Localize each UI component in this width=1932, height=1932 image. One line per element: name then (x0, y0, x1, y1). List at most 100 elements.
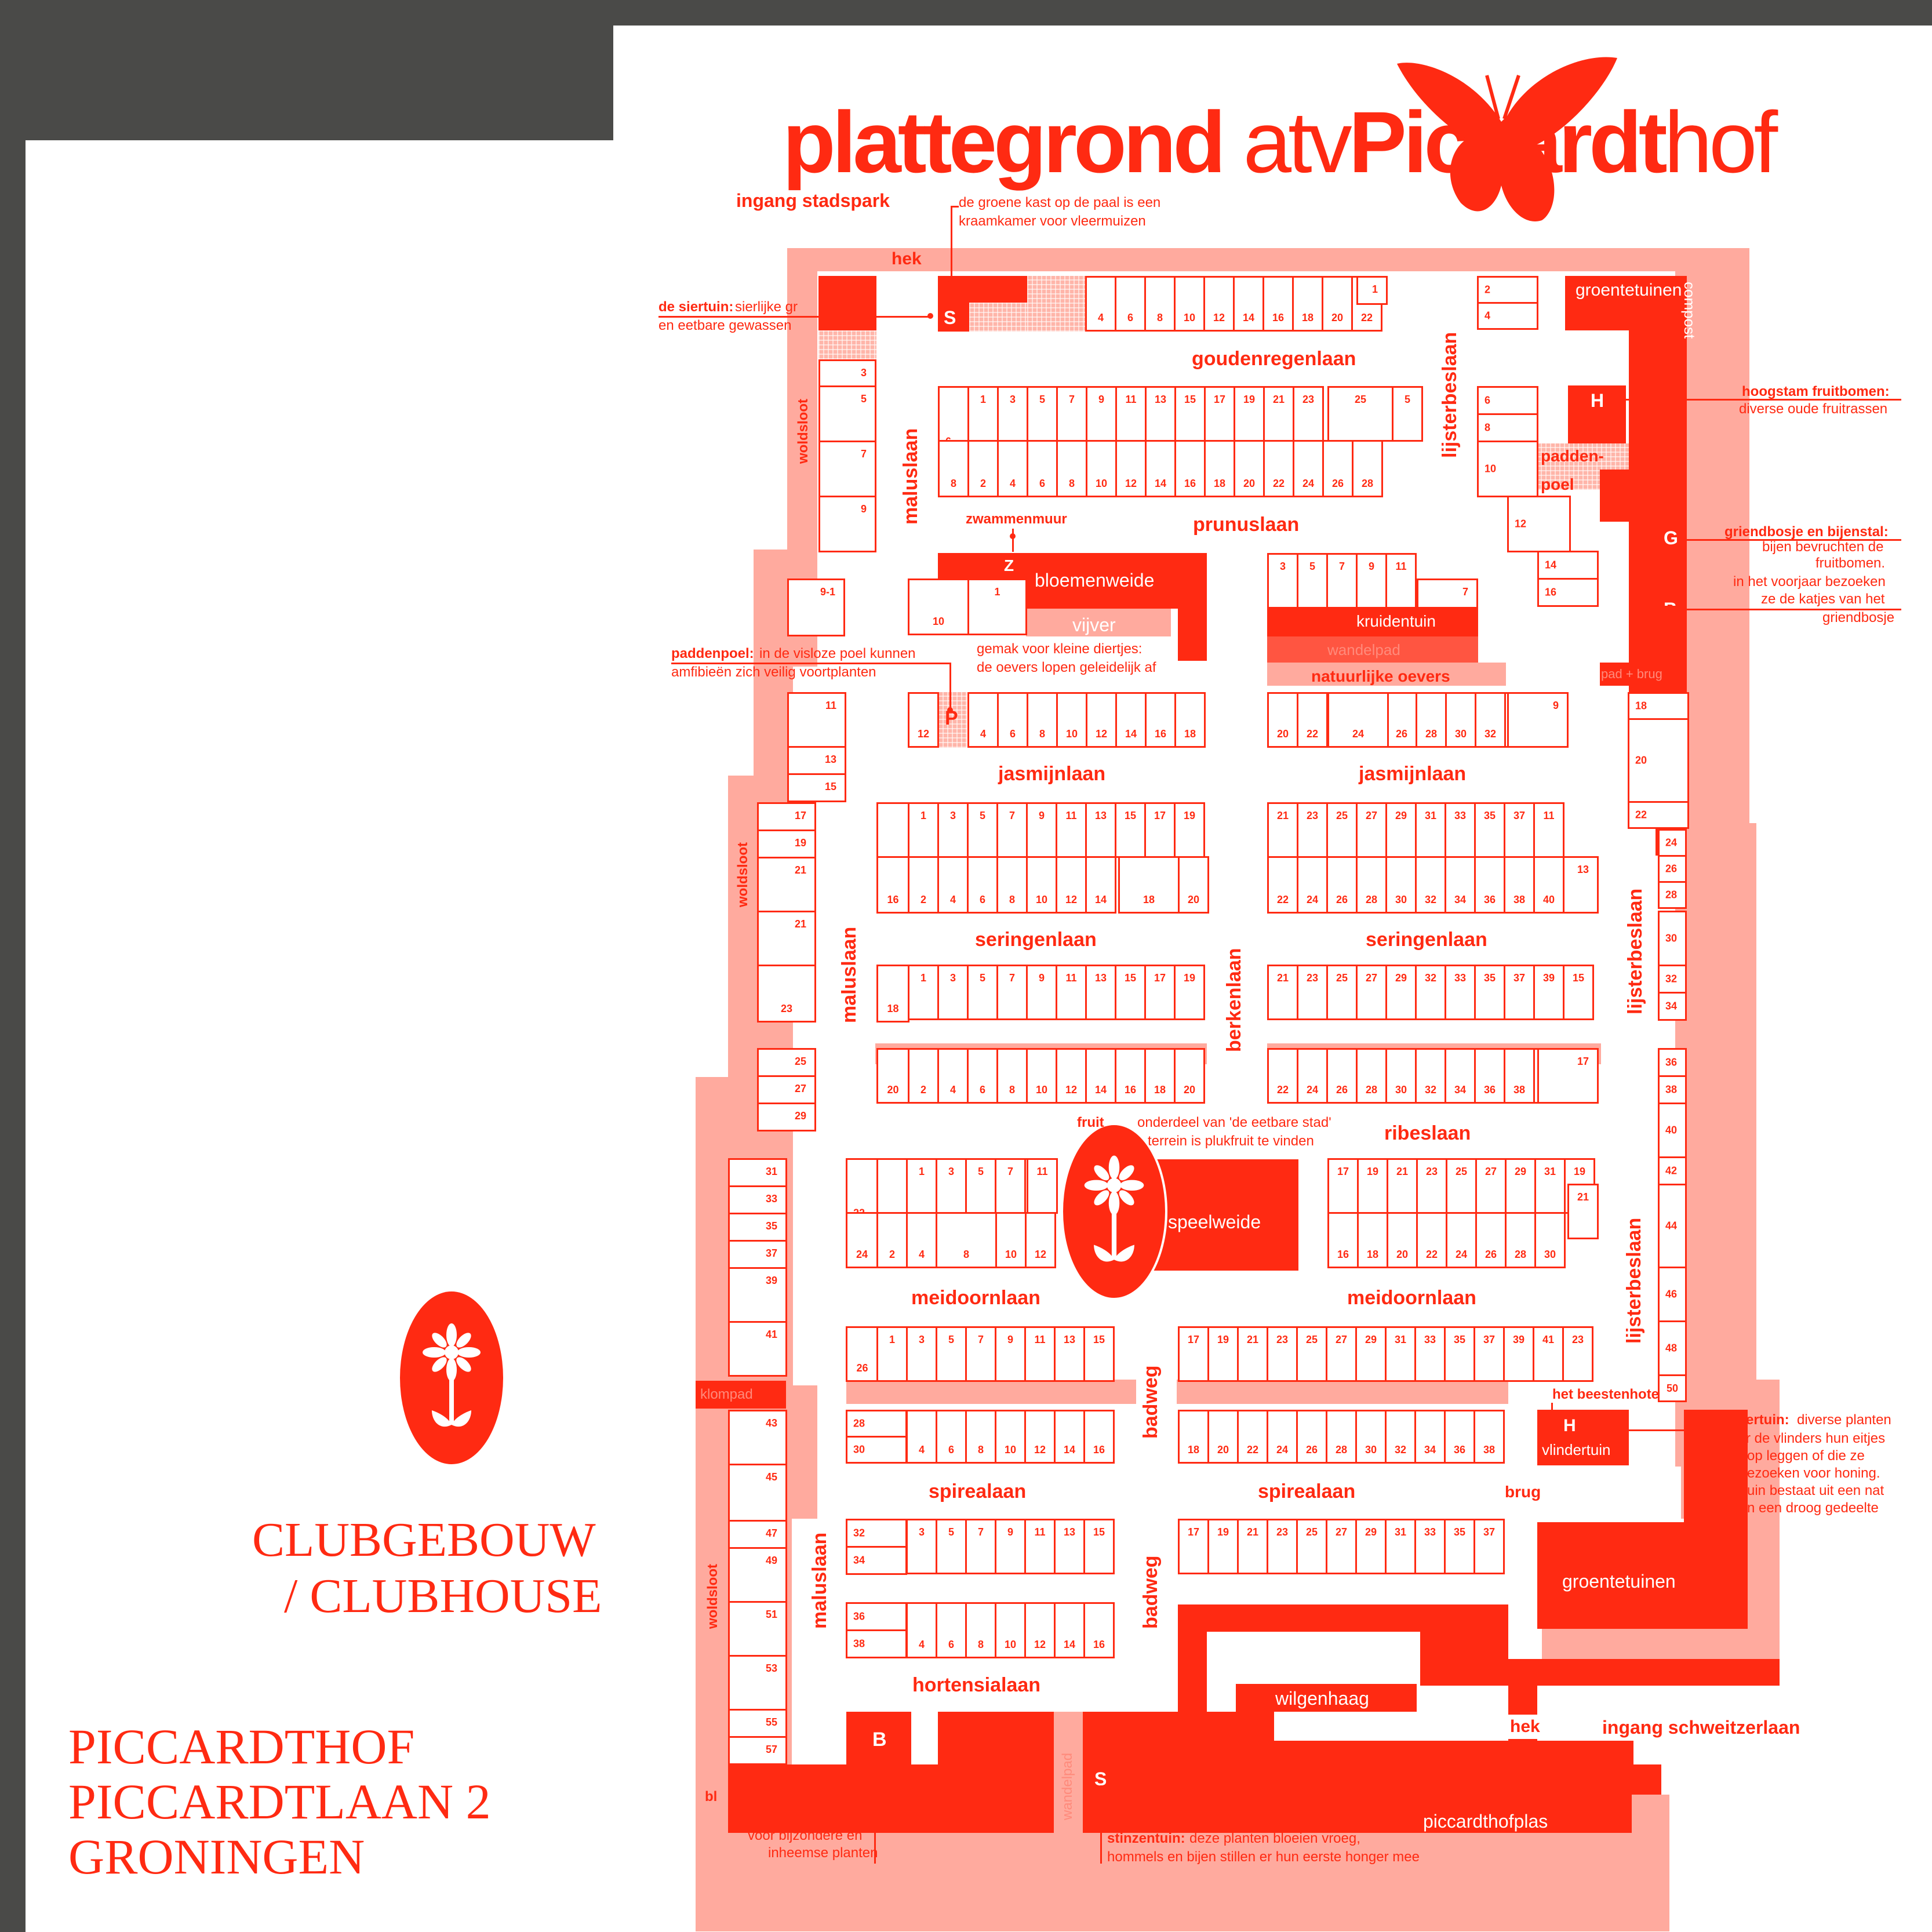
garden-plot[interactable]: 7 (818, 441, 876, 497)
garden-plot[interactable]: 32 (1415, 965, 1446, 1020)
garden-plot[interactable]: 8 (965, 1410, 996, 1464)
garden-plot[interactable]: 14 (1233, 276, 1264, 332)
garden-plot[interactable]: 27 (1356, 802, 1387, 858)
garden-plot[interactable]: 35 (1474, 802, 1505, 858)
garden-plot[interactable]: 17 (1204, 386, 1235, 442)
garden-plot[interactable]: 14 (1145, 440, 1176, 497)
garden-plot[interactable]: 57 (728, 1736, 787, 1765)
garden-plot[interactable]: 42 (1658, 1156, 1687, 1185)
garden-plot[interactable]: 21 (1267, 802, 1298, 858)
garden-plot[interactable]: 14 (1537, 551, 1599, 580)
garden-plot[interactable]: 19 (757, 829, 816, 858)
garden-plot[interactable]: 14 (1115, 692, 1147, 748)
garden-plot[interactable]: 17 (1537, 1048, 1599, 1104)
garden-plot[interactable]: 20 (1267, 692, 1298, 748)
garden-plot[interactable]: 12 (1507, 496, 1571, 552)
garden-plot[interactable]: 3 (906, 1519, 937, 1574)
garden-plot[interactable]: 40 (1533, 856, 1564, 914)
garden-plot[interactable]: 20 (1207, 1410, 1239, 1464)
garden-plot[interactable]: 30 (1445, 692, 1476, 748)
garden-plot[interactable]: 18 (1174, 692, 1206, 748)
garden-plot[interactable]: 11 (1115, 386, 1147, 442)
garden-plot[interactable]: 45 (728, 1464, 787, 1522)
garden-plot[interactable]: 9 (995, 1519, 1026, 1574)
garden-plot[interactable]: 19 (1234, 386, 1265, 442)
garden-plot[interactable]: 34 (1445, 1048, 1476, 1104)
garden-plot[interactable]: 38 (846, 1629, 907, 1658)
garden-plot[interactable]: 11 (1056, 965, 1087, 1020)
garden-plot[interactable]: 36 (1474, 856, 1505, 914)
garden-plot[interactable]: 14 (1085, 1048, 1116, 1104)
garden-plot[interactable]: 26 (1658, 855, 1687, 883)
garden-plot[interactable]: 12 (1024, 1410, 1056, 1464)
garden-plot[interactable]: 11 (1533, 802, 1564, 858)
garden-plot[interactable]: 20 (1322, 276, 1353, 332)
garden-plot[interactable]: 38 (1658, 1075, 1687, 1104)
garden-plot[interactable]: 5 (936, 1326, 967, 1382)
garden-plot[interactable]: 32 (1385, 1410, 1416, 1464)
garden-plot[interactable]: 6 (1027, 440, 1058, 497)
garden-plot[interactable]: 17 (1144, 965, 1176, 1020)
garden-plot[interactable]: 49 (728, 1547, 787, 1603)
garden-plot[interactable]: 23 (1267, 1326, 1298, 1382)
garden-plot[interactable]: 7 (965, 1519, 996, 1574)
garden-plot[interactable]: 18 (1628, 692, 1689, 720)
garden-plot[interactable]: 26 (1326, 1048, 1358, 1104)
garden-plot[interactable]: 25 (757, 1048, 816, 1077)
garden-plot[interactable]: 6 (967, 1048, 998, 1104)
garden-plot[interactable]: 10 (1026, 856, 1057, 914)
garden-plot[interactable]: 38 (1504, 1048, 1535, 1104)
garden-plot[interactable]: 31 (1534, 1158, 1566, 1214)
garden-plot[interactable]: 19 (1207, 1519, 1239, 1574)
garden-plot[interactable]: 26 (1322, 440, 1354, 497)
garden-plot[interactable]: 36 (1474, 1048, 1505, 1104)
garden-plot[interactable]: 13 (1145, 386, 1176, 442)
garden-plot[interactable]: 5 (1392, 386, 1423, 442)
garden-plot[interactable]: 25 (1326, 802, 1358, 858)
garden-plot[interactable]: 13 (1054, 1326, 1085, 1382)
garden-plot[interactable]: 11 (1024, 1519, 1056, 1574)
garden-plot[interactable]: 27 (1326, 1519, 1357, 1574)
garden-plot[interactable]: 29 (757, 1103, 816, 1131)
garden-plot[interactable]: 1 (876, 1326, 908, 1382)
garden-plot[interactable]: 4 (937, 856, 969, 914)
garden-plot[interactable]: 36 (1658, 1048, 1687, 1077)
garden-plot[interactable]: 1 (906, 1158, 937, 1214)
garden-plot[interactable]: 47 (728, 1520, 787, 1549)
garden-plot[interactable]: 31 (1385, 1519, 1416, 1574)
garden-plot[interactable]: 25 (1446, 1158, 1477, 1214)
garden-plot[interactable]: 27 (757, 1075, 816, 1104)
garden-plot[interactable]: 18 (1357, 1212, 1388, 1268)
garden-plot[interactable]: 39 (728, 1267, 787, 1323)
garden-plot[interactable]: 36 (846, 1602, 907, 1631)
garden-plot[interactable]: 37 (1504, 965, 1535, 1020)
garden-plot[interactable]: 17 (1178, 1326, 1209, 1382)
garden-plot[interactable]: 5 (965, 1158, 996, 1214)
garden-plot[interactable]: 21 (1267, 965, 1298, 1020)
garden-plot[interactable]: 20 (1178, 856, 1209, 914)
garden-plot[interactable]: 30 (1658, 911, 1687, 966)
garden-plot[interactable]: 36 (1444, 1410, 1475, 1464)
garden-plot[interactable]: 6 (1115, 276, 1146, 332)
garden-plot[interactable]: 3 (906, 1326, 937, 1382)
garden-plot[interactable]: 15 (1083, 1519, 1115, 1574)
garden-plot[interactable]: 10 (995, 1410, 1026, 1464)
garden-plot[interactable]: 3 (1267, 553, 1298, 609)
garden-plot[interactable]: 34 (1414, 1410, 1446, 1464)
garden-plot[interactable]: 14 (1054, 1602, 1085, 1658)
garden-plot[interactable]: 32 (1415, 856, 1446, 914)
garden-plot[interactable]: 3 (997, 386, 1028, 442)
garden-plot[interactable]: 7 (996, 802, 1028, 858)
garden-plot[interactable]: 9 (818, 496, 876, 552)
garden-plot[interactable]: 23 (1293, 386, 1324, 442)
garden-plot[interactable]: 24 (1293, 440, 1324, 497)
garden-plot[interactable]: 12 (1024, 1602, 1056, 1658)
garden-plot[interactable]: 19 (1174, 802, 1205, 858)
garden-plot[interactable]: 38 (1473, 1410, 1505, 1464)
garden-plot[interactable]: 11 (787, 692, 846, 748)
garden-plot[interactable]: 22 (1267, 1048, 1298, 1104)
garden-plot[interactable]: 32 (1415, 1048, 1446, 1104)
garden-plot[interactable]: 32 (1475, 692, 1506, 748)
garden-plot[interactable]: 33 (1445, 965, 1476, 1020)
garden-plot[interactable]: 18 (1178, 1410, 1209, 1464)
